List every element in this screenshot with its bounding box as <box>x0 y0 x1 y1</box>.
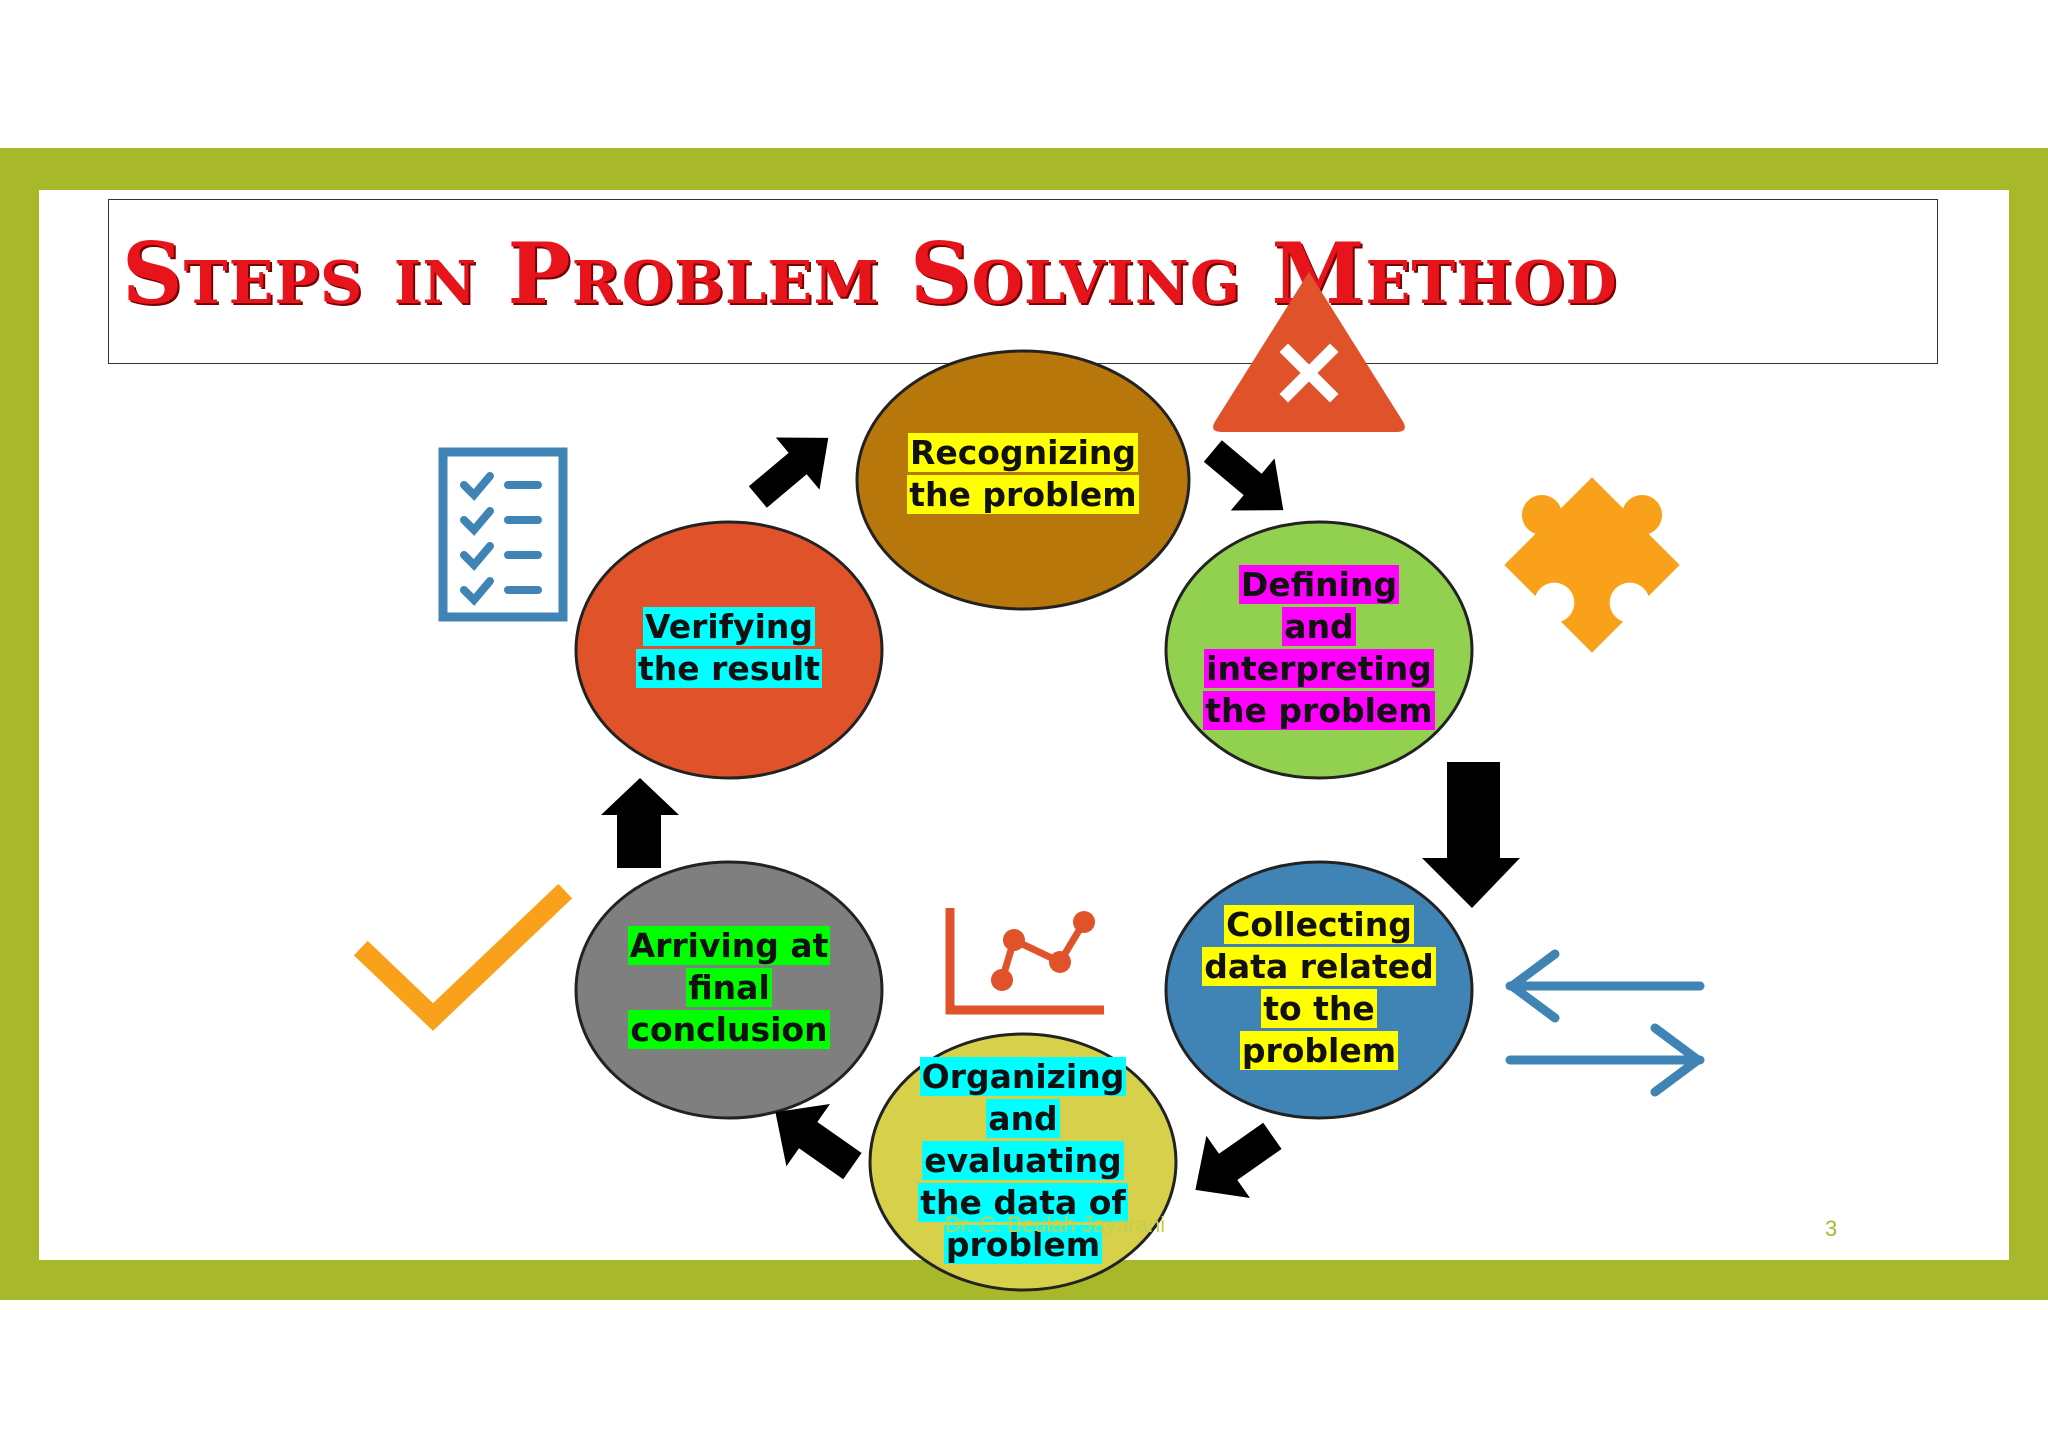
step-line: the problem <box>1203 691 1435 730</box>
step-line: conclusion <box>628 1010 830 1049</box>
step-line: and <box>1282 607 1356 646</box>
step-line: evaluating <box>922 1141 1124 1180</box>
step-line: and <box>986 1099 1060 1138</box>
slide-page-number: 3 <box>1825 1216 1838 1241</box>
step-label-organizing: Organizing and evaluating the data of pr… <box>883 1056 1163 1266</box>
slide-title: Steps in Problem Solving Method <box>122 224 1618 323</box>
step-line: to the <box>1261 989 1377 1028</box>
step-label-arriving: Arriving at final conclusion <box>589 925 869 1051</box>
swap-arrows-icon <box>1505 949 1705 1097</box>
step-line: problem <box>943 1225 1103 1264</box>
line-chart-icon <box>945 908 1104 1015</box>
arrow-to-recognizing <box>748 437 829 508</box>
step-line: interpreting <box>1204 649 1434 688</box>
step-line: final <box>686 968 772 1007</box>
arrow-to-verifying <box>601 778 679 868</box>
step-line: the problem <box>907 475 1139 514</box>
title-box <box>108 199 1938 364</box>
step-line: data related <box>1202 947 1436 986</box>
arrow-to-defining <box>1203 440 1284 511</box>
arrow-to-collecting <box>1422 762 1520 908</box>
puzzle-piece-icon <box>1504 477 1680 653</box>
step-line: problem <box>1239 1031 1399 1070</box>
checkmark-icon <box>353 883 573 1031</box>
checklist-icon <box>438 447 568 622</box>
step-line: Organizing <box>919 1057 1127 1096</box>
step-label-collecting: Collecting data related to the problem <box>1179 904 1459 1072</box>
arrow-to-arriving <box>775 1103 862 1180</box>
step-line: the result <box>635 649 822 688</box>
step-line: Collecting <box>1224 905 1414 944</box>
step-label-recognizing: Recognizing the problem <box>883 432 1163 516</box>
step-line: Arriving at <box>627 926 831 965</box>
arrow-to-organizing <box>1195 1122 1282 1199</box>
step-line: Recognizing <box>907 433 1139 472</box>
step-label-verifying: Verifying the result <box>589 606 869 690</box>
warning-x-icon <box>1213 272 1405 432</box>
step-line: the data of <box>918 1183 1128 1222</box>
step-line: Verifying <box>643 607 815 646</box>
step-line: Defining <box>1238 565 1400 604</box>
step-label-defining: Defining and interpreting the problem <box>1179 564 1459 732</box>
slide-footer-author: Dr. C. Beulah Jayarani <box>945 1212 1166 1237</box>
